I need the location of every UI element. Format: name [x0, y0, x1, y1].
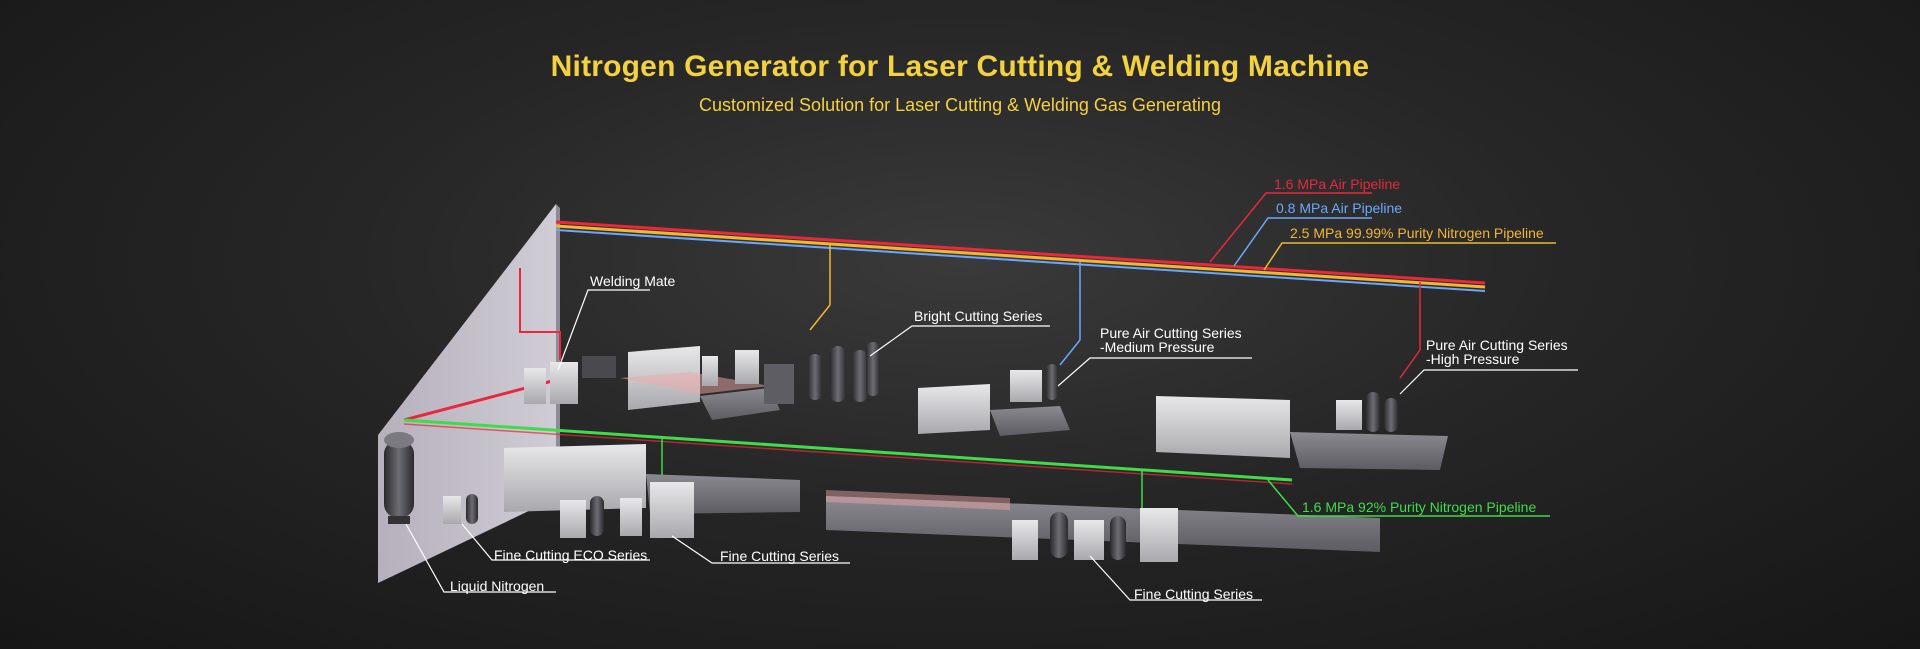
pipe-drop — [1399, 349, 1421, 379]
eco-housing — [504, 444, 646, 512]
label-n2-16: 1.6 MPa 92% Purity Nitrogen Pipeline — [1302, 499, 1536, 515]
bright-bed — [700, 388, 780, 420]
callout-n2-25 — [1263, 242, 1556, 271]
callout-fine-cutting-eco — [461, 523, 650, 561]
fine-unit-tank — [1050, 512, 1068, 558]
label-air-16: 1.6 MPa Air Pipeline — [1274, 176, 1400, 192]
pipeline-n2-16-line — [403, 418, 1293, 482]
fine-unit-tank — [1110, 516, 1126, 560]
medium-bed — [990, 406, 1070, 436]
fine-unit-box — [1140, 508, 1178, 562]
tank-body — [384, 440, 414, 518]
label-fine-cutting-1: Fine Cutting Series — [720, 548, 839, 564]
label-fine-cutting-2: Fine Cutting Series — [1134, 586, 1253, 602]
pure-air-medium-machine — [918, 364, 1070, 436]
fine-cutting-unit — [650, 482, 694, 538]
label-pure-air-medium-2: -Medium Pressure — [1100, 339, 1215, 355]
medium-housing — [918, 384, 990, 434]
eco-unit-box — [560, 500, 586, 538]
callout-welding-mate — [557, 289, 650, 371]
eco-tank — [466, 494, 478, 524]
pure-air-high-machine — [1156, 392, 1448, 470]
page-title: Nitrogen Generator for Laser Cutting & W… — [550, 50, 1370, 83]
eco-box — [443, 496, 461, 524]
callout-air-08 — [1233, 217, 1372, 267]
fine-bed-top — [826, 490, 1010, 510]
callout-fine-cutting-2 — [1089, 555, 1262, 601]
high-tank — [1384, 398, 1398, 432]
bright-frame — [764, 364, 794, 404]
pipeline-air-under — [403, 423, 1293, 485]
bright-unit — [702, 356, 718, 386]
pipeline-air-16-line — [555, 220, 1486, 285]
high-housing — [1156, 396, 1290, 458]
bright-unit — [735, 350, 759, 384]
pipeline-n2-25-line — [555, 224, 1486, 289]
welding-unit-a — [524, 368, 546, 404]
medium-unit — [1010, 370, 1042, 402]
callout-air-16 — [1209, 192, 1372, 263]
label-fine-cutting-eco: Fine Cutting ECO Series — [494, 547, 647, 563]
page-subtitle: Customized Solution for Laser Cutting & … — [699, 95, 1221, 115]
callouts — [405, 289, 1578, 601]
bright-tank — [830, 346, 846, 402]
fine-unit-box — [1074, 520, 1104, 560]
callout-pure-air-medium — [1057, 357, 1252, 387]
wall-edge — [556, 204, 560, 502]
bright-cutting-machine — [620, 342, 880, 420]
fine-unit-box — [1012, 520, 1038, 560]
pipe-drop — [809, 304, 831, 331]
welding-unit-b — [550, 362, 578, 404]
eco-unit — [443, 494, 478, 524]
callout-fine-cutting-1 — [671, 535, 850, 564]
bright-tank — [852, 350, 868, 402]
label-air-08: 0.8 MPa Air Pipeline — [1276, 200, 1402, 216]
high-unit — [1336, 400, 1362, 430]
label-pure-air-high-1: Pure Air Cutting Series — [1426, 337, 1568, 353]
callout-bright-cutting — [869, 325, 1050, 357]
label-liquid-nitrogen: Liquid Nitrogen — [450, 578, 544, 594]
label-pure-air-medium-1: Pure Air Cutting Series — [1100, 325, 1242, 341]
medium-tank — [1046, 364, 1058, 400]
pipeline-air-08-line — [555, 229, 1486, 292]
high-bed — [1290, 432, 1448, 470]
liquid-nitrogen-tank — [384, 432, 414, 524]
high-tank — [1366, 392, 1380, 432]
label-n2-25: 2.5 MPa 99.99% Purity Nitrogen Pipeline — [1290, 225, 1544, 241]
callout-pure-air-high — [1399, 369, 1578, 395]
eco-unit-tank — [590, 496, 604, 536]
pipe-drop — [1059, 339, 1081, 366]
fine-cutting-machine — [826, 490, 1380, 562]
fine-cutting-eco-machine — [504, 444, 800, 538]
bright-bed-top — [620, 372, 770, 394]
tank-base — [388, 516, 410, 524]
pipeline-callouts — [1209, 192, 1556, 517]
label-pure-air-high-2: -High Pressure — [1426, 351, 1520, 367]
welding-table — [582, 356, 616, 378]
label-bright-cutting: Bright Cutting Series — [914, 308, 1042, 324]
callout-liquid-nitrogen — [405, 523, 556, 593]
eco-unit-box — [620, 498, 642, 536]
bright-tank — [808, 354, 822, 400]
wall-pipe — [519, 268, 561, 360]
top-pipelines — [555, 220, 1486, 379]
welding-mate-machine — [524, 356, 616, 404]
label-welding-mate: Welding Mate — [590, 273, 676, 289]
green-pipeline — [403, 418, 1293, 520]
callout-n2-16 — [1267, 479, 1550, 517]
bright-tank — [866, 342, 880, 396]
tank-top — [384, 432, 414, 448]
